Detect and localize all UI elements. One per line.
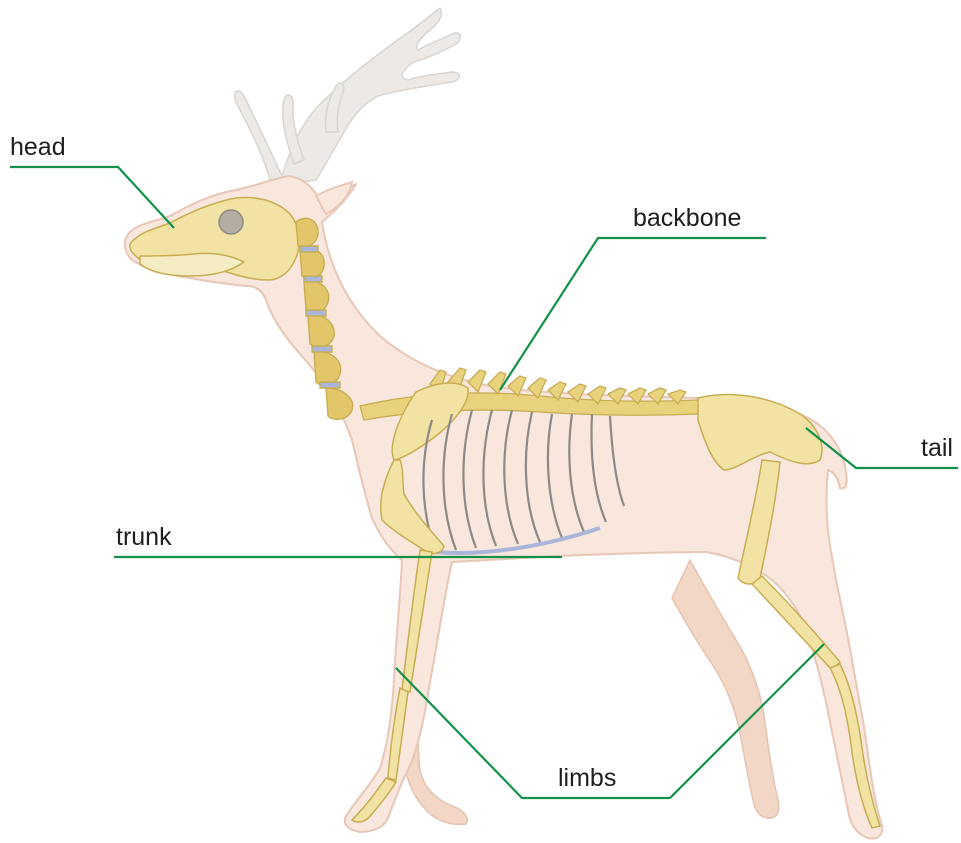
label-trunk: trunk	[116, 525, 172, 550]
limbs-leader-line-left	[396, 668, 670, 798]
backbone-leader-line	[500, 238, 766, 390]
skull	[130, 198, 299, 280]
label-backbone: backbone	[633, 206, 741, 231]
label-tail: tail	[921, 436, 953, 461]
label-head: head	[10, 135, 66, 160]
head-leader-line	[10, 167, 174, 228]
label-limbs: limbs	[558, 766, 616, 791]
antlers	[235, 8, 461, 186]
